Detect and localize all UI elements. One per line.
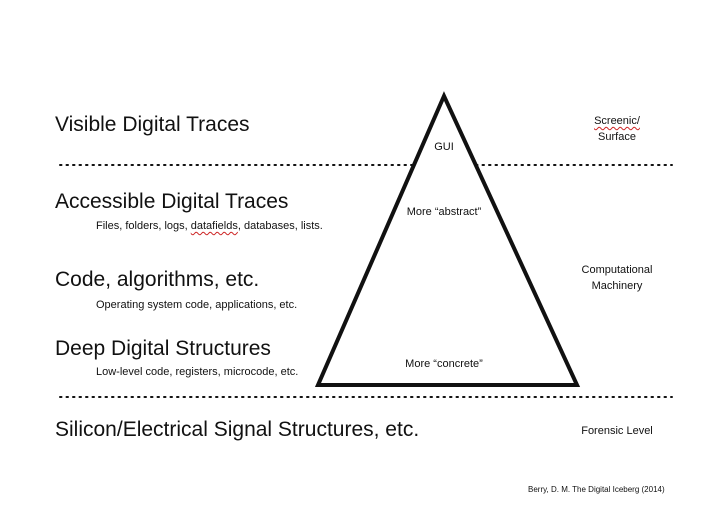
side-label-forensic: Forensic Level <box>581 425 653 437</box>
level-code-title: Code, algorithms, etc. <box>55 268 260 291</box>
level-accessible-title: Accessible Digital Traces <box>55 190 289 213</box>
pyramid-lower-label: More “concrete” <box>405 358 483 370</box>
machinery-line-1: Computational <box>581 264 653 276</box>
level-accessible-subtitle: Files, folders, logs, datafields, databa… <box>96 220 323 232</box>
level-code-subtitle: Operating system code, applications, etc… <box>96 299 298 311</box>
iceberg-triangle <box>314 91 581 387</box>
level-deep-title: Deep Digital Structures <box>55 337 271 360</box>
citation-credit: Berry, D. M. The Digital Iceberg (2014) <box>528 485 665 494</box>
surface-word: Surface <box>598 131 636 143</box>
level-deep-subtitle: Low-level code, registers, microcode, et… <box>96 366 299 378</box>
pyramid-top-label: GUI <box>434 141 454 153</box>
screenic-word: Screenic/ <box>594 115 640 127</box>
level-silicon-title: Silicon/Electrical Signal Structures, et… <box>55 418 420 441</box>
pyramid-upper-label: More “abstract” <box>406 206 482 218</box>
machinery-line-2: Machinery <box>591 280 643 292</box>
side-label-machinery: Computational Machinery <box>567 262 667 294</box>
level-visible-title: Visible Digital Traces <box>55 113 250 136</box>
side-label-surface: Screenic/ Surface <box>567 113 667 145</box>
